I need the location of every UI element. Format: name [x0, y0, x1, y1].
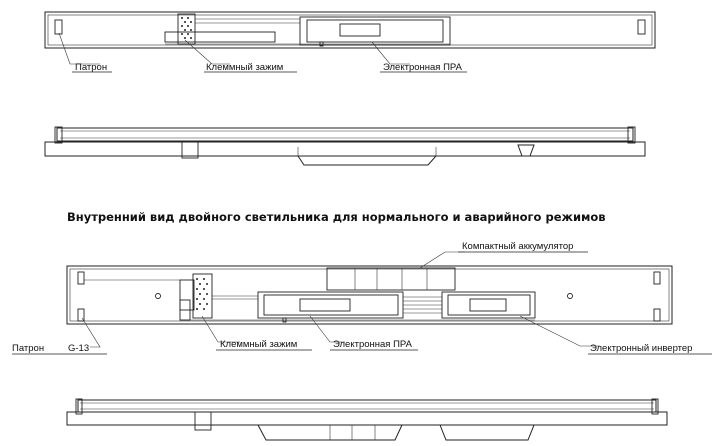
diagram-heading: Внутренний вид двойного светильника для … — [67, 210, 606, 224]
lamp-holder-left-top — [77, 271, 85, 285]
label-inverter: Электронный инвертер — [590, 343, 692, 354]
label-holder-type: G-13 — [68, 343, 89, 354]
label-ballast-1: Электронная ПРА — [383, 62, 463, 73]
lamp-holder-right-bottom — [653, 308, 661, 322]
label-ballast-2: Электронная ПРА — [333, 339, 413, 350]
tube-2 — [77, 399, 657, 413]
compact-battery — [326, 267, 456, 291]
luminaire-1-side-view — [44, 126, 646, 166]
luminaire-2-plan-view — [66, 265, 673, 325]
label-battery: Компактный аккумулятор — [462, 241, 573, 252]
lamp-holder-left-1 — [54, 19, 63, 35]
lamp-holder-right-1 — [637, 19, 646, 35]
terminal-pattern-2 — [196, 278, 208, 310]
lamp-holder-left-bottom — [77, 308, 85, 322]
electronic-inverter — [441, 291, 536, 319]
luminaire-2-side-view — [66, 398, 668, 441]
label-holder-2: Патрон — [12, 343, 44, 354]
label-terminal-1: Клеммный зажим — [206, 62, 283, 73]
tube-1 — [56, 127, 634, 142]
ballast-1 — [299, 16, 451, 46]
terminal-pattern-1 — [181, 17, 192, 39]
label-holder-1: Патрон — [75, 62, 107, 73]
label-terminal-2: Клеммный зажим — [220, 339, 297, 350]
luminaire-1-plan-view — [44, 11, 656, 49]
lamp-holder-right-top — [653, 271, 661, 285]
